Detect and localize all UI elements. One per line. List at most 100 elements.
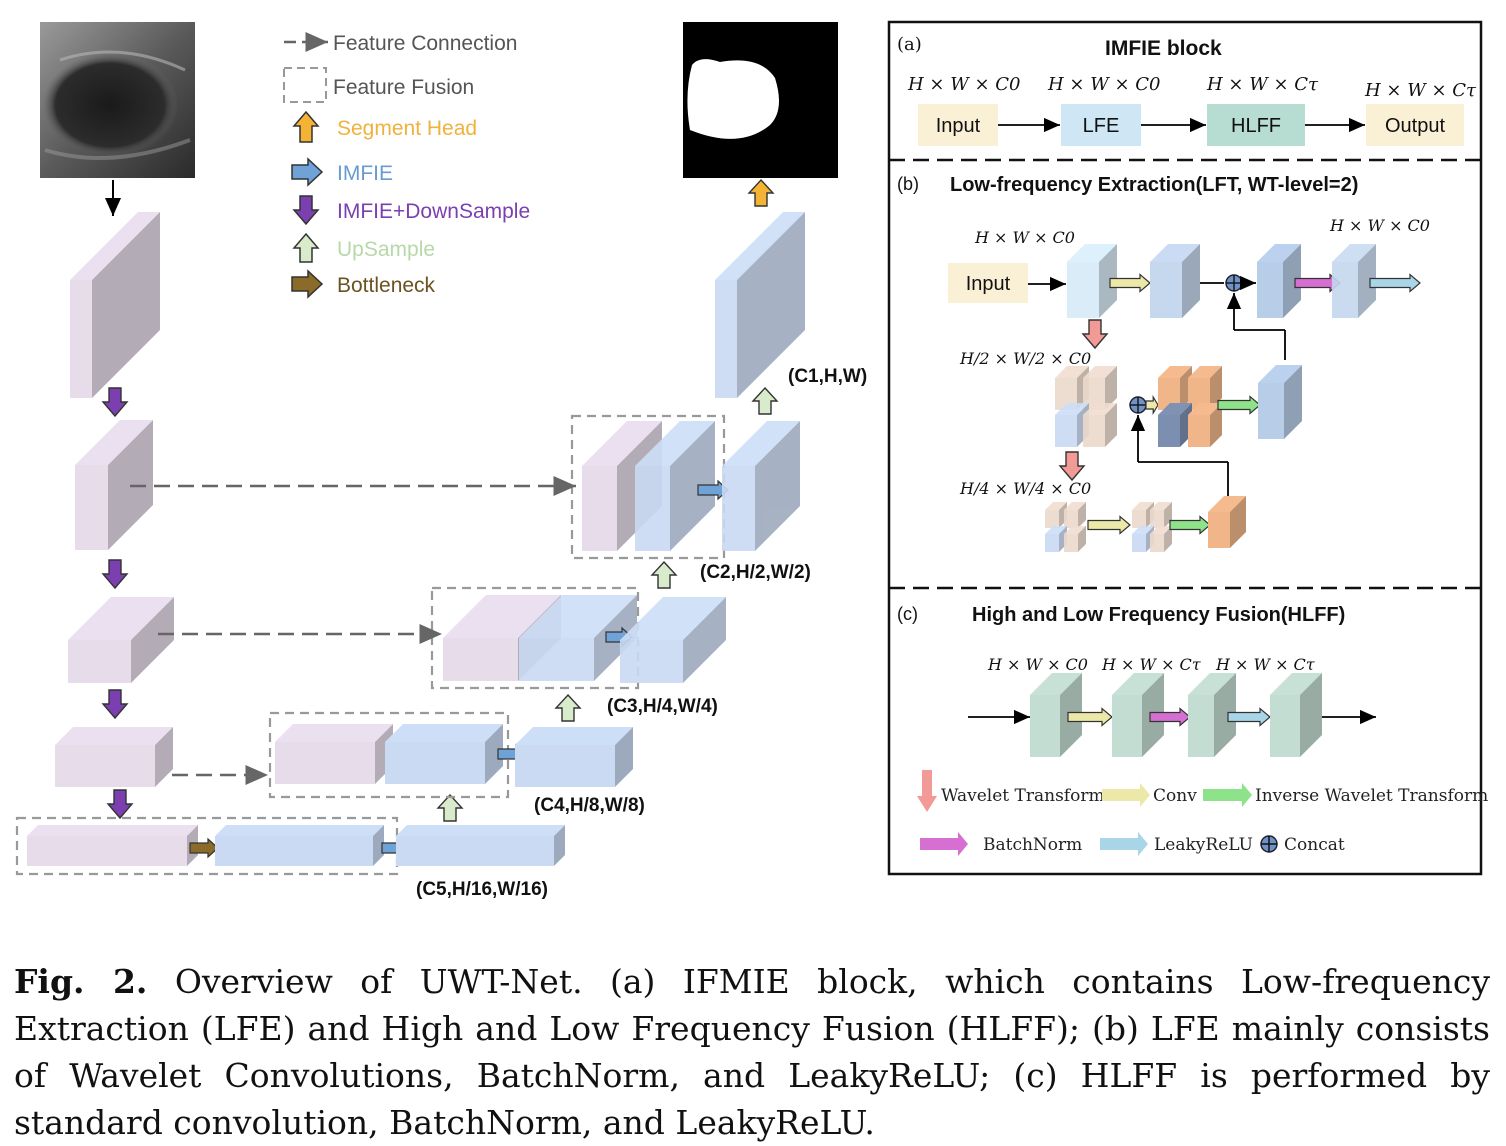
lfe-subband-2 [1083, 366, 1117, 410]
fused-block-4 [385, 724, 503, 784]
legend-upsample: UpSample [337, 238, 435, 261]
bottleneck-icon [291, 269, 324, 299]
legend-inverse: Inverse Wavelet Transform [1255, 786, 1488, 806]
panel-c-tag: (c) [897, 604, 918, 624]
panel-a-lfe-label: LFE [1083, 115, 1120, 137]
bottleneck-arrow [189, 837, 219, 859]
lfe-wavelet-arrow-1 [1081, 319, 1109, 350]
leaky-swatch [1100, 832, 1148, 856]
hlff-cube-2 [1112, 673, 1164, 757]
legend-feature-connection: Feature Connection [333, 32, 517, 55]
fused-block-2 [635, 421, 715, 551]
lfe-input-cube [1067, 244, 1117, 318]
panel-a-title: IMFIE block [1105, 37, 1222, 60]
stage-labels: (C1,H,W) (C2,H/2,W/2) (C3,H/4,W/4) (C4,H… [416, 366, 867, 900]
panel-c-title: High and Low Frequency Fusion(HLFF) [972, 604, 1345, 626]
stage-label-c5: (C5,H/16,W/16) [416, 879, 548, 900]
figure-caption: Fig. 2. Overview of UWT-Net. (a) IFMIE b… [14, 958, 1490, 1146]
wavelet-swatch [917, 770, 937, 812]
imfie-detail-panel: (a) IMFIE block H × W × C0 H × W × C0 H … [887, 20, 1488, 876]
segment-head-icon [292, 110, 320, 143]
legend-concat: Concat [1284, 835, 1345, 855]
lfe-inverse-arrow-mid [1217, 395, 1261, 415]
upsample-arrow-2 [650, 560, 678, 589]
lfe-stage-cube-1 [1257, 244, 1301, 318]
segmentation-mask-output [683, 22, 838, 178]
decoder-block-4 [515, 727, 633, 787]
stage-label-c3: (C3,H/4,W/4) [607, 696, 718, 717]
upsample-icon [292, 232, 320, 263]
decoder-block-1 [715, 212, 805, 398]
decoder-block-2 [722, 421, 800, 551]
lfe-conv2-4 [1150, 526, 1172, 552]
downsample-arrow-2 [101, 559, 129, 590]
legend-feature-fusion: Feature Fusion [333, 76, 474, 99]
lfe-conv-arrow-top [1109, 273, 1151, 293]
lfe-leaky-arrow [1369, 273, 1421, 293]
imfie-downsample-icon [292, 195, 320, 226]
caption-text: Overview of UWT-Net. (a) IFMIE block, wh… [14, 962, 1491, 1142]
caption-label: Fig. 2. [14, 962, 148, 1001]
panel-b-dim-quarter: H/4 × W/4 × C0 [959, 479, 1091, 498]
lfe-conv-arrow-mid [1145, 394, 1159, 416]
downsample-arrow-4 [106, 789, 134, 820]
hlff-batchnorm-arrow [1149, 707, 1191, 727]
panel-a-input-label: Input [936, 115, 981, 137]
panel-c-dim-2: H × W × Cτ [1101, 655, 1202, 674]
hlff-leaky-arrow [1227, 707, 1271, 727]
skip-block-4 [275, 724, 393, 784]
panel-b-title: Low-frequency Extraction(LFT, WT-level=2… [950, 174, 1358, 196]
panel-b-input-label: Input [966, 273, 1011, 295]
panel-a-dim-3: H × W × Cτ [1206, 74, 1319, 95]
bottleneck-imfie-block [215, 825, 384, 866]
panel-a-lfe-box [1061, 104, 1141, 146]
hlff-cube-4 [1270, 673, 1322, 757]
legend-conv: Conv [1153, 786, 1197, 806]
downsample-arrow-1 [101, 387, 129, 418]
legend-imfie-downsample: IMFIE+DownSample [337, 200, 530, 223]
conv-swatch [1102, 783, 1150, 807]
downsample-arrow-3 [101, 689, 129, 720]
panel-a-output-label: Output [1385, 115, 1445, 137]
ultrasound-input-image [40, 22, 195, 178]
segment-head-arrow [747, 178, 775, 207]
encoder-block-3 [68, 597, 174, 683]
legend-segment-head: Segment Head [337, 117, 477, 140]
panel-a-tag: (a) [897, 34, 922, 55]
panel-b-tag: (b) [897, 174, 919, 194]
encoder-block-4 [55, 727, 173, 787]
panel-a-output-box [1366, 104, 1464, 146]
fusion-box-4 [268, 711, 510, 799]
decoder-block-5 [396, 825, 565, 866]
panel-b-dim-half: H/2 × W/2 × C0 [959, 349, 1091, 368]
lfe-inverse-arrow-bottom [1169, 515, 1211, 535]
legend-imfie: IMFIE [337, 162, 393, 185]
upsample-arrow-4 [436, 793, 464, 822]
panel-c-legend: Wavelet Transform Conv Inverse Wavelet T… [917, 770, 1488, 856]
lfe-conv-cube [1150, 244, 1200, 318]
hlff-conv-arrow [1067, 707, 1113, 727]
lfe-iwt-cube-mid [1258, 365, 1302, 439]
legend: Feature Connection Feature Fusion Segmen… [283, 32, 530, 299]
stage-label-c4: (C4,H/8,W/8) [534, 795, 645, 816]
imfie-arrow-icon [291, 157, 324, 187]
encoder-block-1 [70, 212, 160, 398]
unet-diagram [15, 178, 805, 876]
lfe-conv2-2 [1150, 502, 1172, 528]
lfe-conv-arrow-bottom [1087, 515, 1131, 535]
decoder-block-3 [620, 597, 726, 683]
lfe-iwt-cube-bottom [1208, 496, 1246, 548]
panel-b-dim-top-right: H × W × C0 [1329, 216, 1430, 235]
batchnorm-swatch [920, 832, 968, 856]
panel-a-input-box [918, 104, 998, 146]
panel-c-dim-1: H × W × C0 [987, 655, 1088, 674]
panel-a-dim-1: H × W × C0 [907, 74, 1020, 95]
lfe-conv-subband-2 [1188, 366, 1222, 410]
inverse-swatch [1203, 783, 1252, 807]
feature-fusion-swatch [283, 67, 327, 103]
upsample-arrow-3 [554, 693, 582, 722]
panel-c-dim-3: H × W × Cτ [1215, 655, 1316, 674]
lfe-stage-cube-2 [1332, 244, 1376, 318]
fused-block-3 [519, 595, 637, 681]
panel-a-hlff-label: HLFF [1231, 115, 1281, 137]
